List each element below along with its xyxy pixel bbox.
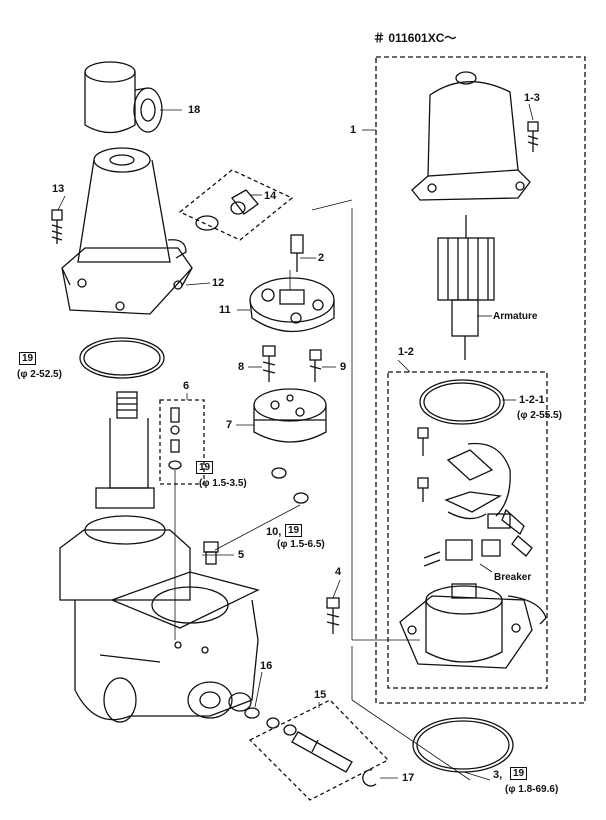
- group-box-15: [248, 699, 390, 801]
- spec-phi-3-5: (φ 1.5-3.5): [199, 478, 247, 489]
- part-4-bolt: [326, 597, 340, 634]
- part-5-fitting: [203, 541, 219, 565]
- callout-19-seal: 19: [285, 524, 303, 537]
- callout-11: 11: [219, 304, 231, 316]
- callout-19-upper: 19: [19, 352, 37, 365]
- callout-18: 18: [188, 104, 201, 116]
- callout-6: 6: [183, 380, 190, 392]
- spec-phi-6-5: (φ 1.5-6.5): [277, 539, 325, 550]
- callout-1-3: 1-3: [524, 92, 540, 104]
- part-3-oring: [412, 717, 514, 773]
- part-15-valve: [266, 717, 353, 773]
- part-1-3-bolt: [527, 121, 539, 152]
- callout-3: 3,: [493, 769, 503, 781]
- callout-15: 15: [314, 689, 327, 701]
- part-8-bolt: [262, 345, 276, 382]
- callout-9: 9: [340, 361, 347, 373]
- part-11-end-cap: [249, 277, 335, 333]
- label-breaker: Breaker: [494, 572, 532, 583]
- part-13-bolt: [51, 209, 63, 244]
- callout-19-valve: 19: [196, 461, 214, 474]
- part-14-plug: [195, 189, 259, 231]
- part-18-cylinder: [84, 61, 163, 134]
- breaker-parts: [417, 427, 533, 567]
- callout-8: 8: [238, 361, 245, 373]
- part-9-bolt: [309, 349, 322, 382]
- spec-phi-55-5: (φ 2-55.5): [517, 410, 562, 421]
- part-7-pump: [253, 388, 327, 443]
- part-2-pin: [290, 234, 304, 272]
- armature: [437, 215, 495, 360]
- callout-14: 14: [264, 190, 277, 202]
- part-1-2-1-oring: [419, 379, 505, 425]
- callout-10: 10,: [266, 526, 282, 538]
- part-12-housing: [61, 147, 193, 315]
- callout-17: 17: [402, 772, 415, 784]
- breaker-housing: [399, 583, 547, 669]
- group-box-1-2: [387, 371, 548, 689]
- callout-16: 16: [260, 660, 273, 672]
- callout-4: 4: [335, 566, 342, 578]
- callout-13: 13: [52, 183, 65, 195]
- label-armature: Armature: [493, 311, 538, 322]
- callout-7: 7: [226, 419, 233, 431]
- callout-12: 12: [212, 277, 225, 289]
- callout-5: 5: [238, 549, 245, 561]
- group-box-6: [159, 399, 205, 485]
- part-6-valve: [168, 407, 182, 470]
- cylinder-body: [59, 529, 260, 723]
- callout-1: 1: [350, 124, 357, 136]
- part-16-oring: [244, 707, 260, 719]
- callout-1-2: 1-2: [398, 346, 414, 358]
- part-10-seal-b: [293, 492, 309, 504]
- spec-phi-52-5: (φ 2-52.5): [17, 369, 62, 380]
- part-1-yoke: [411, 71, 531, 201]
- callout-2: 2: [318, 252, 325, 264]
- serial-header: ＃ 011601XC～: [373, 31, 457, 45]
- part-17-circlip: [362, 769, 377, 787]
- part-19-oring-upper: [79, 337, 165, 379]
- callout-1-2-1: 1-2-1: [519, 394, 545, 406]
- callout-19-lower: 19: [510, 767, 528, 780]
- part-10-seal-a: [271, 467, 287, 479]
- spec-phi-69-6: (φ 1.8-69.6): [505, 784, 559, 795]
- piston-rod: [84, 391, 166, 545]
- group-box-14: [178, 169, 294, 241]
- group-box-1: [375, 56, 586, 704]
